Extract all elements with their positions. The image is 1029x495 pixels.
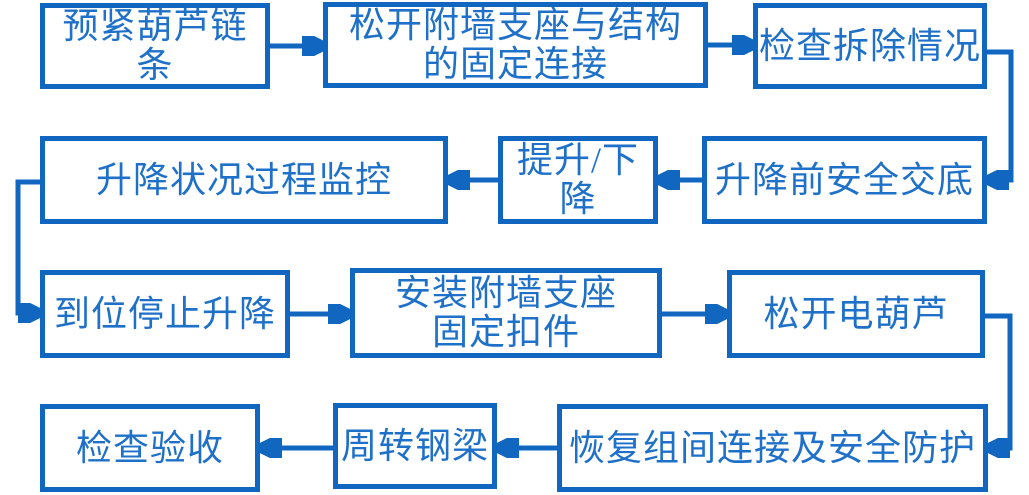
- flow-node-restore-connections-safety: 恢复组间连接及安全防护: [557, 404, 988, 492]
- flow-node-inspection-acceptance: 检查验收: [40, 404, 260, 492]
- flow-node-stop-lift-at-position: 到位停止升降: [40, 270, 290, 358]
- flow-node-release-wall-bracket-connection: 松开附墙支座与结构 的固定连接: [323, 2, 708, 88]
- flow-node-release-electric-hoist: 松开电葫芦: [727, 270, 985, 358]
- flow-arrow-releasehoist-to-restore: [985, 313, 1013, 448]
- flow-node-pre-lift-safety-briefing: 升降前安全交底: [702, 136, 987, 224]
- flow-arrow-check-to-briefing: [987, 49, 1014, 180]
- flow-node-check-removal-status: 检查拆除情况: [753, 3, 987, 89]
- flow-node-install-wall-bracket-fasteners: 安装附墙支座 固定扣件: [350, 268, 662, 358]
- flow-node-transfer-steel-beam: 周转钢梁: [333, 403, 497, 489]
- flow-node-lift-process-monitoring: 升降状况过程监控: [40, 136, 448, 224]
- flow-node-lift-lower: 提升/下降: [498, 136, 658, 224]
- flow-node-pretension-hoist-chain: 预紧葫芦链条: [40, 3, 270, 89]
- flow-arrow-monitoring-to-stop: [15, 179, 40, 313]
